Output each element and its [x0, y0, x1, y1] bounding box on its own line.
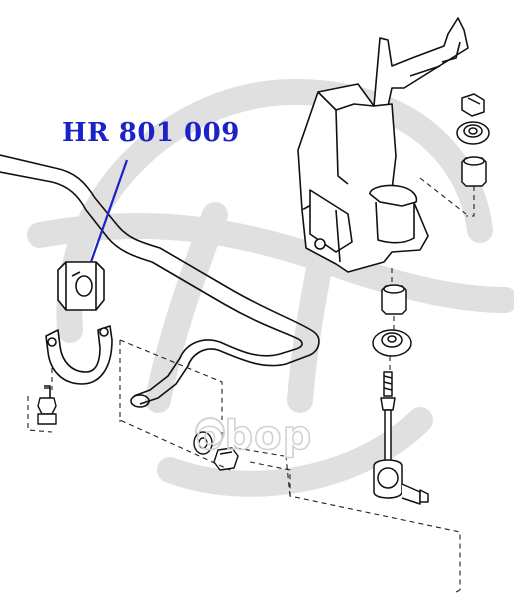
- upper-bushing: [461, 156, 487, 187]
- part-number-label: HR 801 009: [62, 118, 240, 148]
- stabilizer-link: [373, 371, 429, 505]
- strut-housing: [297, 17, 469, 273]
- bracket-bolt: [37, 387, 57, 425]
- assembly-guide-lines: [27, 177, 475, 593]
- link-bushing: [381, 284, 407, 315]
- upper-washer: [456, 121, 490, 145]
- part-leader: [89, 159, 129, 263]
- bushing-part: [57, 261, 105, 311]
- stabilizer-bar: [0, 154, 320, 408]
- upper-nut: [461, 93, 485, 117]
- watermark-text: obop: [195, 412, 313, 460]
- link-washer: [372, 329, 412, 357]
- end-washer-nut: [193, 431, 239, 471]
